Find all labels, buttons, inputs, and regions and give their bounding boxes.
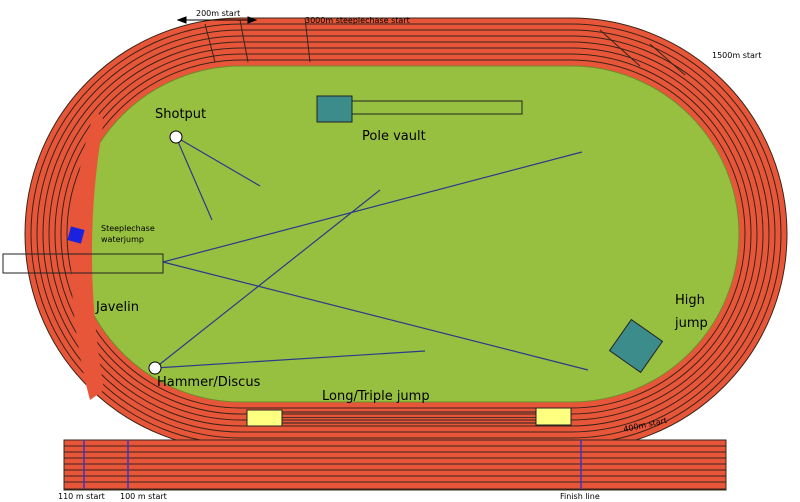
label-high-jump-line1: High bbox=[675, 293, 705, 308]
javelin-sector-lines bbox=[162, 151, 589, 371]
start-stagger-marks bbox=[204, 17, 686, 76]
arrow-200m bbox=[176, 16, 258, 24]
hammer-circle-icon bbox=[148, 361, 162, 375]
label-100m-start: 100 m start bbox=[120, 492, 167, 501]
pole-vault-pit bbox=[316, 95, 353, 123]
shotput-circle-icon bbox=[169, 130, 183, 144]
label-3000m-start: 3000m steeplechase start bbox=[305, 16, 410, 25]
long-jump-pit-right bbox=[535, 407, 572, 426]
long-jump-pit-left bbox=[246, 409, 283, 427]
label-110m-start: 110 m start bbox=[58, 492, 105, 501]
hammer-sector-lines bbox=[154, 189, 426, 369]
label-javelin: Javelin bbox=[95, 300, 139, 315]
lane-lines bbox=[30, 23, 782, 445]
label-long-triple-jump: Long/Triple jump bbox=[322, 389, 430, 404]
high-jump-pad bbox=[608, 318, 664, 374]
label-pole-vault: Pole vault bbox=[362, 129, 426, 144]
label-finish-line: Finish line bbox=[560, 492, 600, 501]
label-1500m-start: 1500m start bbox=[712, 51, 761, 60]
label-200m-start: 200m start bbox=[196, 9, 240, 18]
steeplechase-loop bbox=[71, 110, 104, 400]
javelin-runway bbox=[2, 253, 164, 274]
label-high-jump-line2: jump bbox=[674, 316, 708, 331]
label-shotput: Shotput bbox=[155, 107, 206, 122]
blue-square-icon bbox=[67, 226, 85, 244]
label-hammer-discus: Hammer/Discus bbox=[157, 375, 261, 390]
label-steeplechase-line1: Steeplechase bbox=[101, 224, 155, 233]
label-steeplechase-line2: waterjump bbox=[101, 235, 144, 244]
shotput-sector-lines bbox=[175, 136, 261, 221]
straight-lane-lines bbox=[64, 445, 726, 490]
